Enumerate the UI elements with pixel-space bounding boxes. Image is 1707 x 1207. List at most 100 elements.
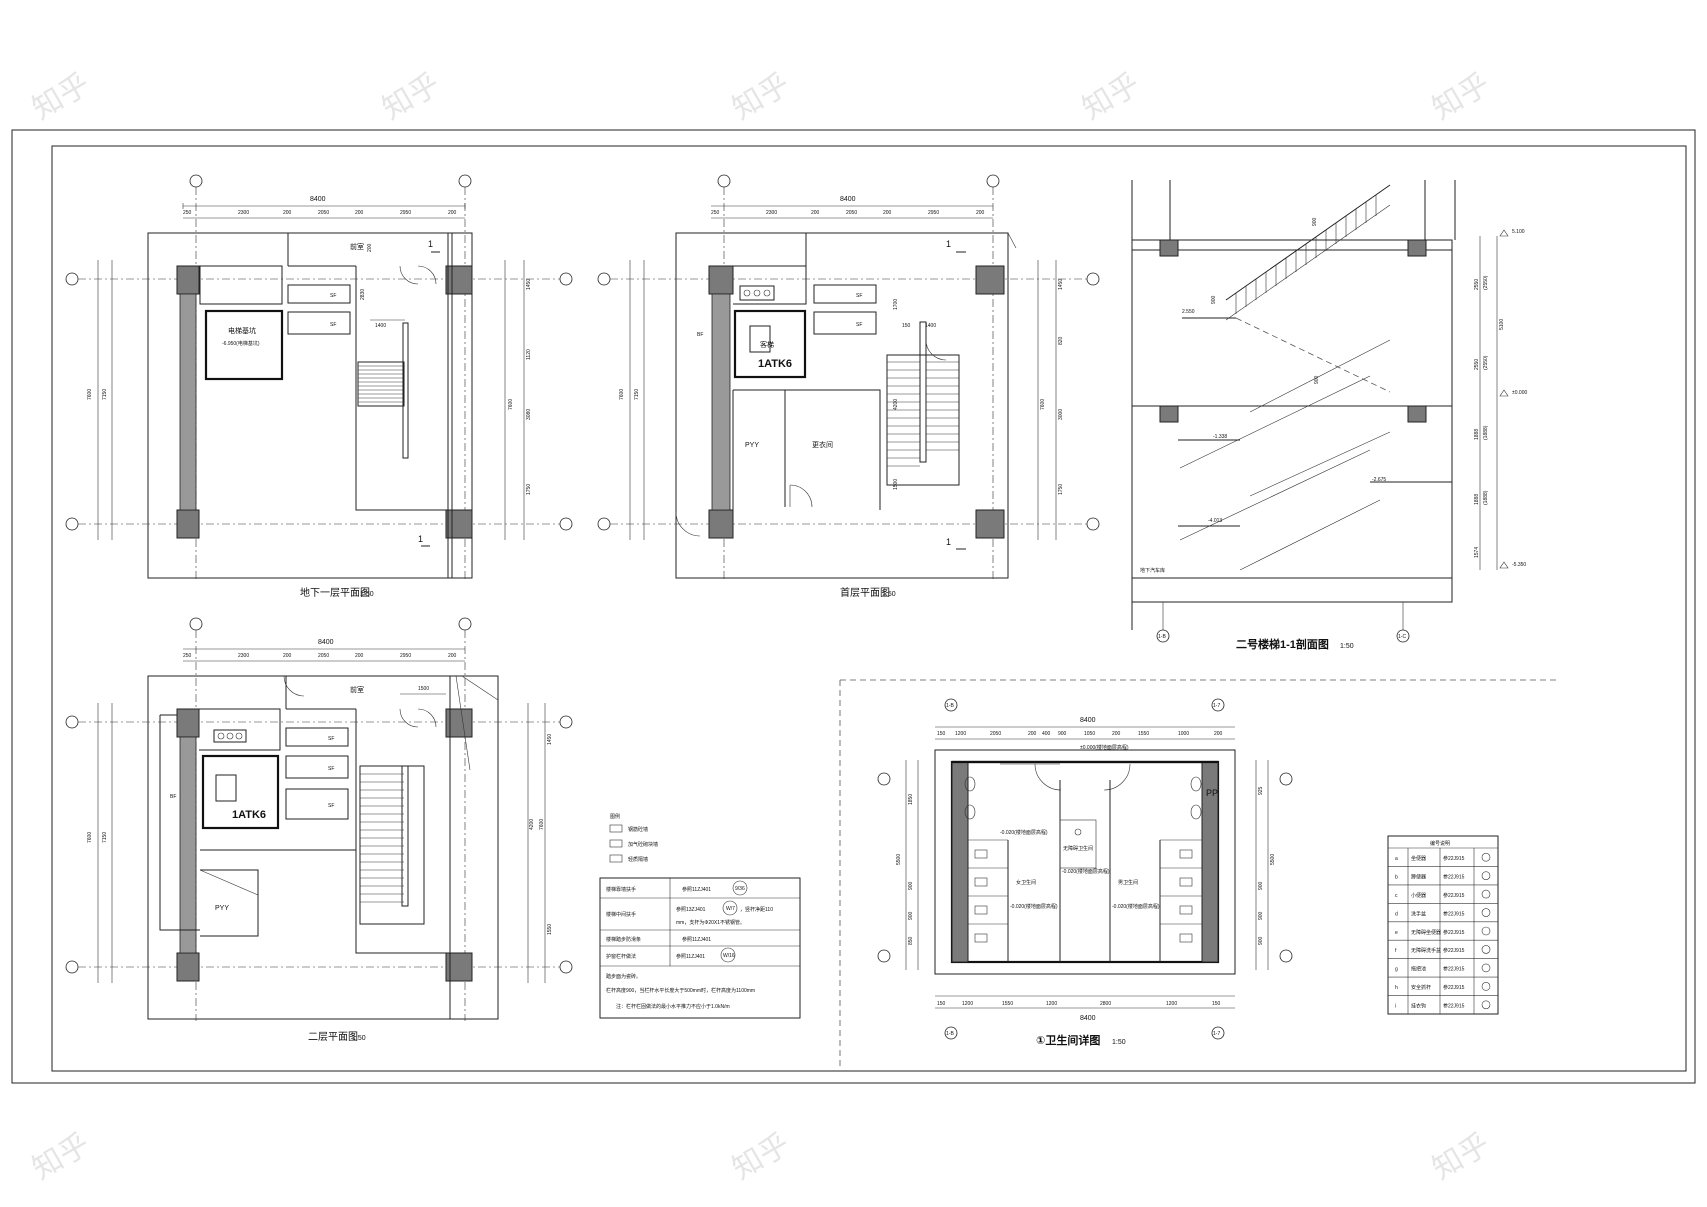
watermark: 知乎 — [27, 1127, 96, 1187]
dim: 2050 — [990, 731, 1001, 737]
fixture-no: f — [1395, 948, 1397, 954]
dim-total: 8400 — [840, 196, 856, 203]
dim: 2300 — [766, 210, 777, 216]
dim: 200 — [355, 210, 364, 216]
section-mark: 1 — [418, 534, 423, 544]
dim: 1500 — [893, 479, 899, 490]
outer-frame — [11, 129, 1696, 1084]
sf-label: SF — [330, 293, 336, 299]
note-value: 参照11ZJ401 — [676, 953, 705, 960]
watermark: 知乎 — [727, 1127, 796, 1187]
dim: 7150 — [102, 832, 108, 843]
dim: 900 — [1258, 936, 1264, 945]
fixture-ref-bubble — [1481, 908, 1491, 917]
elevator — [201, 754, 280, 830]
dim: 1000 — [1178, 731, 1189, 737]
toilet-scale: 1:50 — [1112, 1039, 1126, 1046]
stair-section: 2550 (2550) 5100 2550 (2550) 1888 (1888)… — [1131, 180, 1527, 651]
dim: 2950 — [400, 210, 411, 216]
dim: 200 — [1112, 731, 1121, 737]
label-garage: 地下汽车库 — [1140, 567, 1165, 574]
dim: 2050 — [318, 210, 329, 216]
dim: 2550 — [1474, 279, 1480, 290]
women-toilet: 女卫生间 — [1016, 879, 1036, 886]
room-front: 前室 — [350, 685, 364, 694]
fixture-ref: 参22J915 — [1443, 910, 1465, 917]
dim: 1888 — [1474, 429, 1480, 440]
watermark: 知乎 — [1427, 1127, 1496, 1187]
note-label: 楼梯踏步防滑条 — [606, 936, 641, 943]
note-value: 参照11ZJ401 — [682, 936, 711, 943]
dim: 7150 — [634, 389, 640, 400]
dim: 1888 — [1474, 494, 1480, 505]
column — [708, 509, 734, 539]
dim: 5500 — [896, 854, 902, 865]
dim: 1550 — [1138, 731, 1149, 737]
basement-title: 地下一层平面图 — [300, 586, 370, 599]
note-ref: W/16 — [723, 953, 735, 959]
level-top: ±0.000(楼地面层高程) — [1080, 744, 1129, 751]
column — [445, 509, 473, 539]
fixture-ref: 参22J915 — [1443, 966, 1465, 973]
fixture-header: 编号说明 — [1430, 840, 1450, 847]
dim: 850 — [908, 936, 914, 945]
fixture-ref-bubble — [1481, 982, 1491, 991]
axis-label: 1-B — [946, 1031, 954, 1037]
axis-label: 1-7 — [1213, 1031, 1220, 1037]
note-ref: W/7 — [726, 906, 735, 912]
room-bf: BF — [697, 332, 703, 338]
fixture-name: 挂衣钩 — [1411, 1003, 1426, 1010]
fixture-name: 小便器 — [1411, 892, 1426, 899]
section-mark: 1 — [946, 239, 951, 249]
dim: 900 — [1258, 911, 1264, 920]
room-pyy: PYY — [215, 905, 229, 912]
fixture-ref-bubble — [1481, 926, 1491, 936]
dim: 7600 — [539, 819, 545, 830]
dim: 400 — [1042, 731, 1051, 737]
fixture-ref: 参22J915 — [1443, 855, 1465, 862]
toilet-title: ①卫生间详图 — [1036, 1033, 1100, 1047]
level: ±0.000 — [1512, 390, 1527, 396]
dim: 2300 — [238, 653, 249, 659]
elevator-code: 1ATK6 — [232, 809, 266, 821]
dim: 900 — [1258, 881, 1264, 890]
dim: 900 — [908, 881, 914, 890]
room-elevator-pit: 电梯基坑 — [228, 326, 256, 335]
ground-title: 首层平面图 — [840, 586, 890, 599]
level: -0.020(楼地面层高程) — [1062, 868, 1110, 875]
dim: 1200 — [1046, 1001, 1057, 1007]
notes-table: 楼梯靠墙扶手 参照11ZJ401 9/36 楼梯中间扶手 参照13ZJ401 W… — [599, 877, 801, 1019]
fixture-ref: 参22J915 — [1443, 947, 1465, 954]
pit-level: -6.950(电梯基坑) — [222, 340, 260, 347]
column — [708, 265, 734, 295]
dim: 150 — [1212, 1001, 1221, 1007]
note-line: 栏杆高度900，当栏杆水平长度大于500mm时，栏杆高度为1100mm — [606, 987, 755, 994]
fixture-name: 洗手盆 — [1411, 910, 1426, 917]
dim: 925 — [1258, 786, 1264, 795]
fixture-name: 坐便器 — [1411, 855, 1426, 862]
dim: 200 — [976, 210, 985, 216]
level: -5.350 — [1512, 562, 1526, 568]
note-ref: 9/36 — [735, 886, 745, 892]
ground-outline — [675, 232, 1009, 579]
fixture-ref-bubble — [1481, 852, 1491, 862]
column — [176, 509, 200, 539]
dim: 7600 — [87, 832, 93, 843]
dim: 3080 — [526, 409, 532, 420]
section-title: 二号楼梯1-1剖面图 — [1236, 637, 1329, 651]
dim: 900 — [1211, 295, 1217, 304]
dim: 1750 — [1058, 484, 1064, 495]
dim: 820 — [1058, 336, 1064, 345]
dim: 1400 — [925, 323, 936, 329]
dim: 200 — [283, 653, 292, 659]
basement-outline — [147, 232, 473, 579]
legend-item: 钢筋砼墙 — [628, 826, 648, 833]
fixture-name: 蹲便器 — [1411, 873, 1426, 880]
dim: 1050 — [1084, 731, 1095, 737]
watermark: 知乎 — [727, 67, 796, 127]
fixture-ref: 参22J915 — [1443, 929, 1465, 936]
level: 5.100 — [1512, 229, 1525, 235]
sf-label: SF — [330, 322, 336, 328]
